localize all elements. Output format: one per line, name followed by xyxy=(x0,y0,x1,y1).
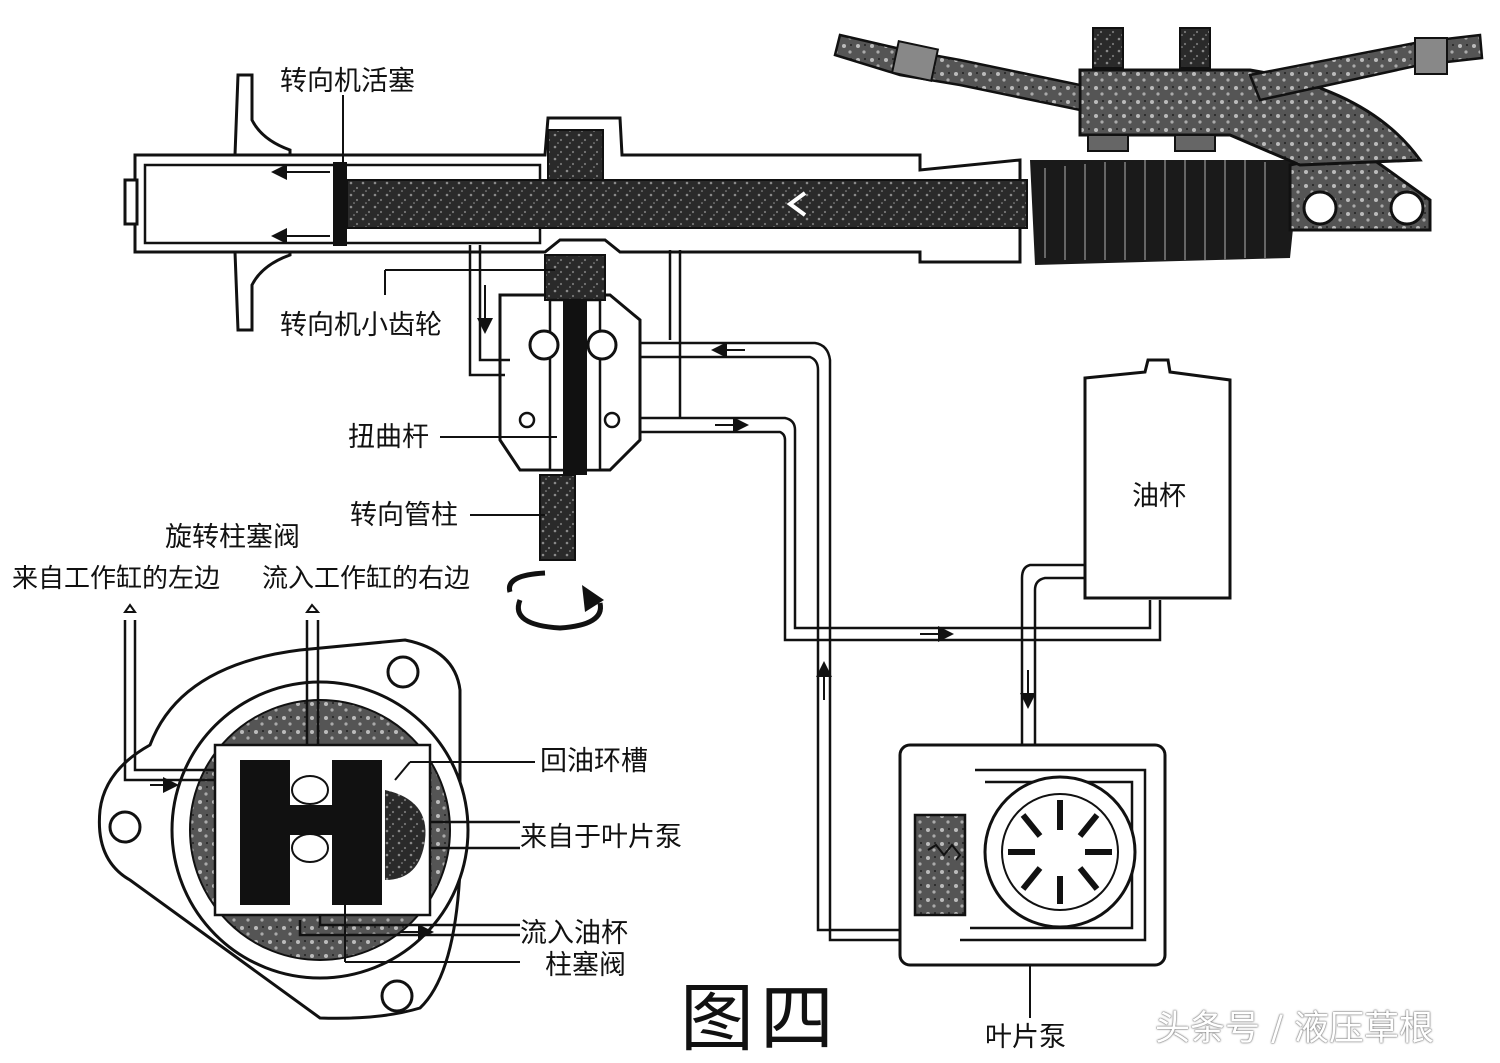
label-from-cylinder-left: 来自工作缸的左边 xyxy=(12,564,221,594)
label-return-groove: 回油环槽 xyxy=(540,746,648,777)
label-to-cylinder-right: 流入工作缸的右边 xyxy=(262,564,471,594)
label-oil-cup: 油杯 xyxy=(1132,481,1186,512)
label-vane-pump: 叶片泵 xyxy=(985,1022,1066,1053)
label-torsion-bar: 扭曲杆 xyxy=(348,422,429,453)
vane-pump xyxy=(898,743,1167,1018)
label-steering-piston: 转向机活塞 xyxy=(280,66,415,97)
hydraulic-lines xyxy=(640,250,1162,942)
label-steering-column: 转向管柱 xyxy=(350,500,458,531)
figure-title: 图四 xyxy=(680,976,840,1062)
label-steering-pinion: 转向机小齿轮 xyxy=(280,310,442,341)
oil-cup xyxy=(1083,358,1232,600)
watermark: 头条号 / 液压草根 xyxy=(1155,1009,1435,1049)
label-to-oil-cup: 流入油杯 xyxy=(520,918,628,949)
label-rotary-spool-valve: 旋转柱塞阀 xyxy=(165,522,300,553)
rotary-valve-body xyxy=(468,129,642,631)
leader-lines xyxy=(342,95,557,963)
steering-rack-assembly xyxy=(123,27,1484,332)
label-from-vane-pump: 来自于叶片泵 xyxy=(520,822,682,853)
label-spool-valve: 柱塞阀 xyxy=(545,950,626,981)
spool-valve-cross-section xyxy=(97,603,520,1020)
